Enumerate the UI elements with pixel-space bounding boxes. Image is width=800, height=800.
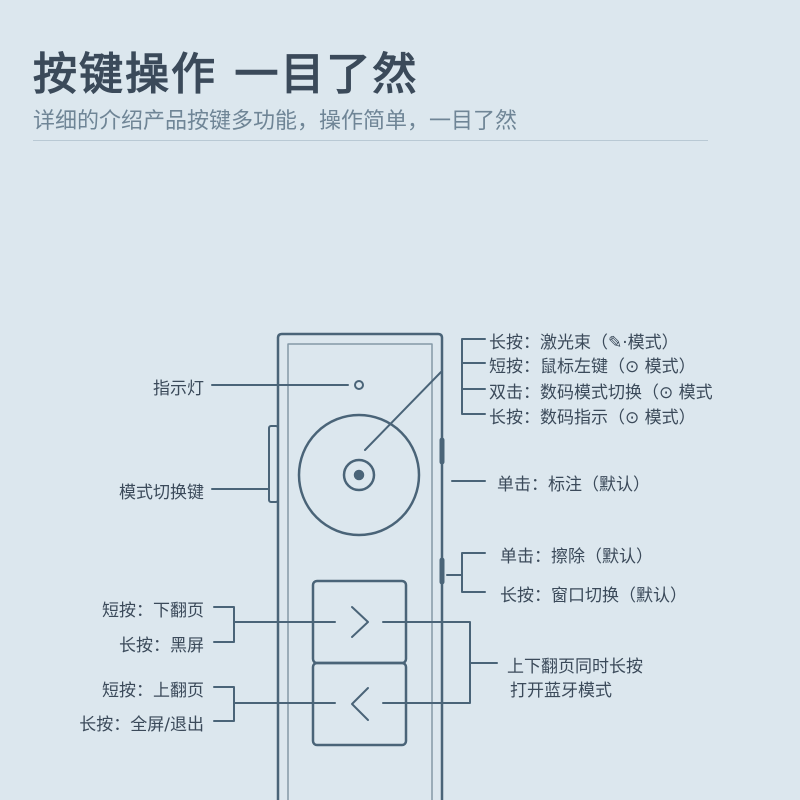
chevron-left-icon (351, 687, 369, 721)
label-bluetooth-line2: 打开蓝牙模式 (510, 681, 612, 701)
label-side-annotate: 单击：标注（默认） (497, 475, 650, 495)
label-prev-short: 短按：上翻页 (102, 681, 204, 701)
indicator-light (354, 380, 364, 390)
mode-switch-key (268, 425, 279, 503)
label-prev-long: 长按：全屏/退出 (79, 715, 204, 735)
remote-body (276, 332, 444, 800)
label-text: 模式） (639, 408, 696, 428)
label-side-window: 长按：窗口切换（默认） (500, 586, 687, 606)
dial-center-dot (353, 469, 365, 481)
label-text: ·模式） (622, 333, 679, 353)
remote-inner-outline (287, 343, 433, 800)
label-side-erase: 单击：擦除（默认） (500, 547, 653, 567)
label-mode-switch: 模式切换键 (119, 483, 204, 503)
label-text: 模式） (639, 357, 696, 377)
title-divider (33, 140, 708, 141)
dot-circle-icon: ⊙ (625, 408, 640, 428)
chevron-right-icon (351, 606, 369, 638)
label-text: 双击：数码模式切换（ (489, 383, 659, 403)
label-bluetooth-line1: 上下翻页同时长按 (507, 657, 643, 677)
label-text: 模式 (673, 383, 713, 403)
main-dial (297, 413, 421, 537)
label-dial-long-laser: 长按：激光束（✎·模式） (489, 328, 679, 353)
label-next-short: 短按：下翻页 (102, 601, 204, 621)
dot-circle-icon: ⊙ (659, 383, 674, 403)
page-subtitle: 详细的介绍产品按键多功能，操作简单，一目了然 (33, 109, 518, 134)
laser-pointer-icon: ✎ (608, 333, 623, 353)
label-dial-long-digital: 长按：数码指示（⊙ 模式） (489, 403, 696, 428)
dial-center-ring (342, 458, 376, 492)
label-text: 短按：鼠标左键（ (489, 357, 625, 377)
label-text: 长按：激光束（ (489, 333, 608, 353)
label-dial-short-click: 短按：鼠标左键（⊙ 模式） (489, 352, 696, 377)
page-title: 按键操作 一目了然 (33, 49, 419, 100)
dot-circle-icon: ⊙ (625, 357, 640, 377)
label-dial-double-click: 双击：数码模式切换（⊙ 模式 (489, 378, 713, 403)
label-next-long: 长按：黑屏 (119, 636, 204, 656)
label-indicator: 指示灯 (153, 379, 204, 399)
label-text: 长按：数码指示（ (489, 408, 625, 428)
